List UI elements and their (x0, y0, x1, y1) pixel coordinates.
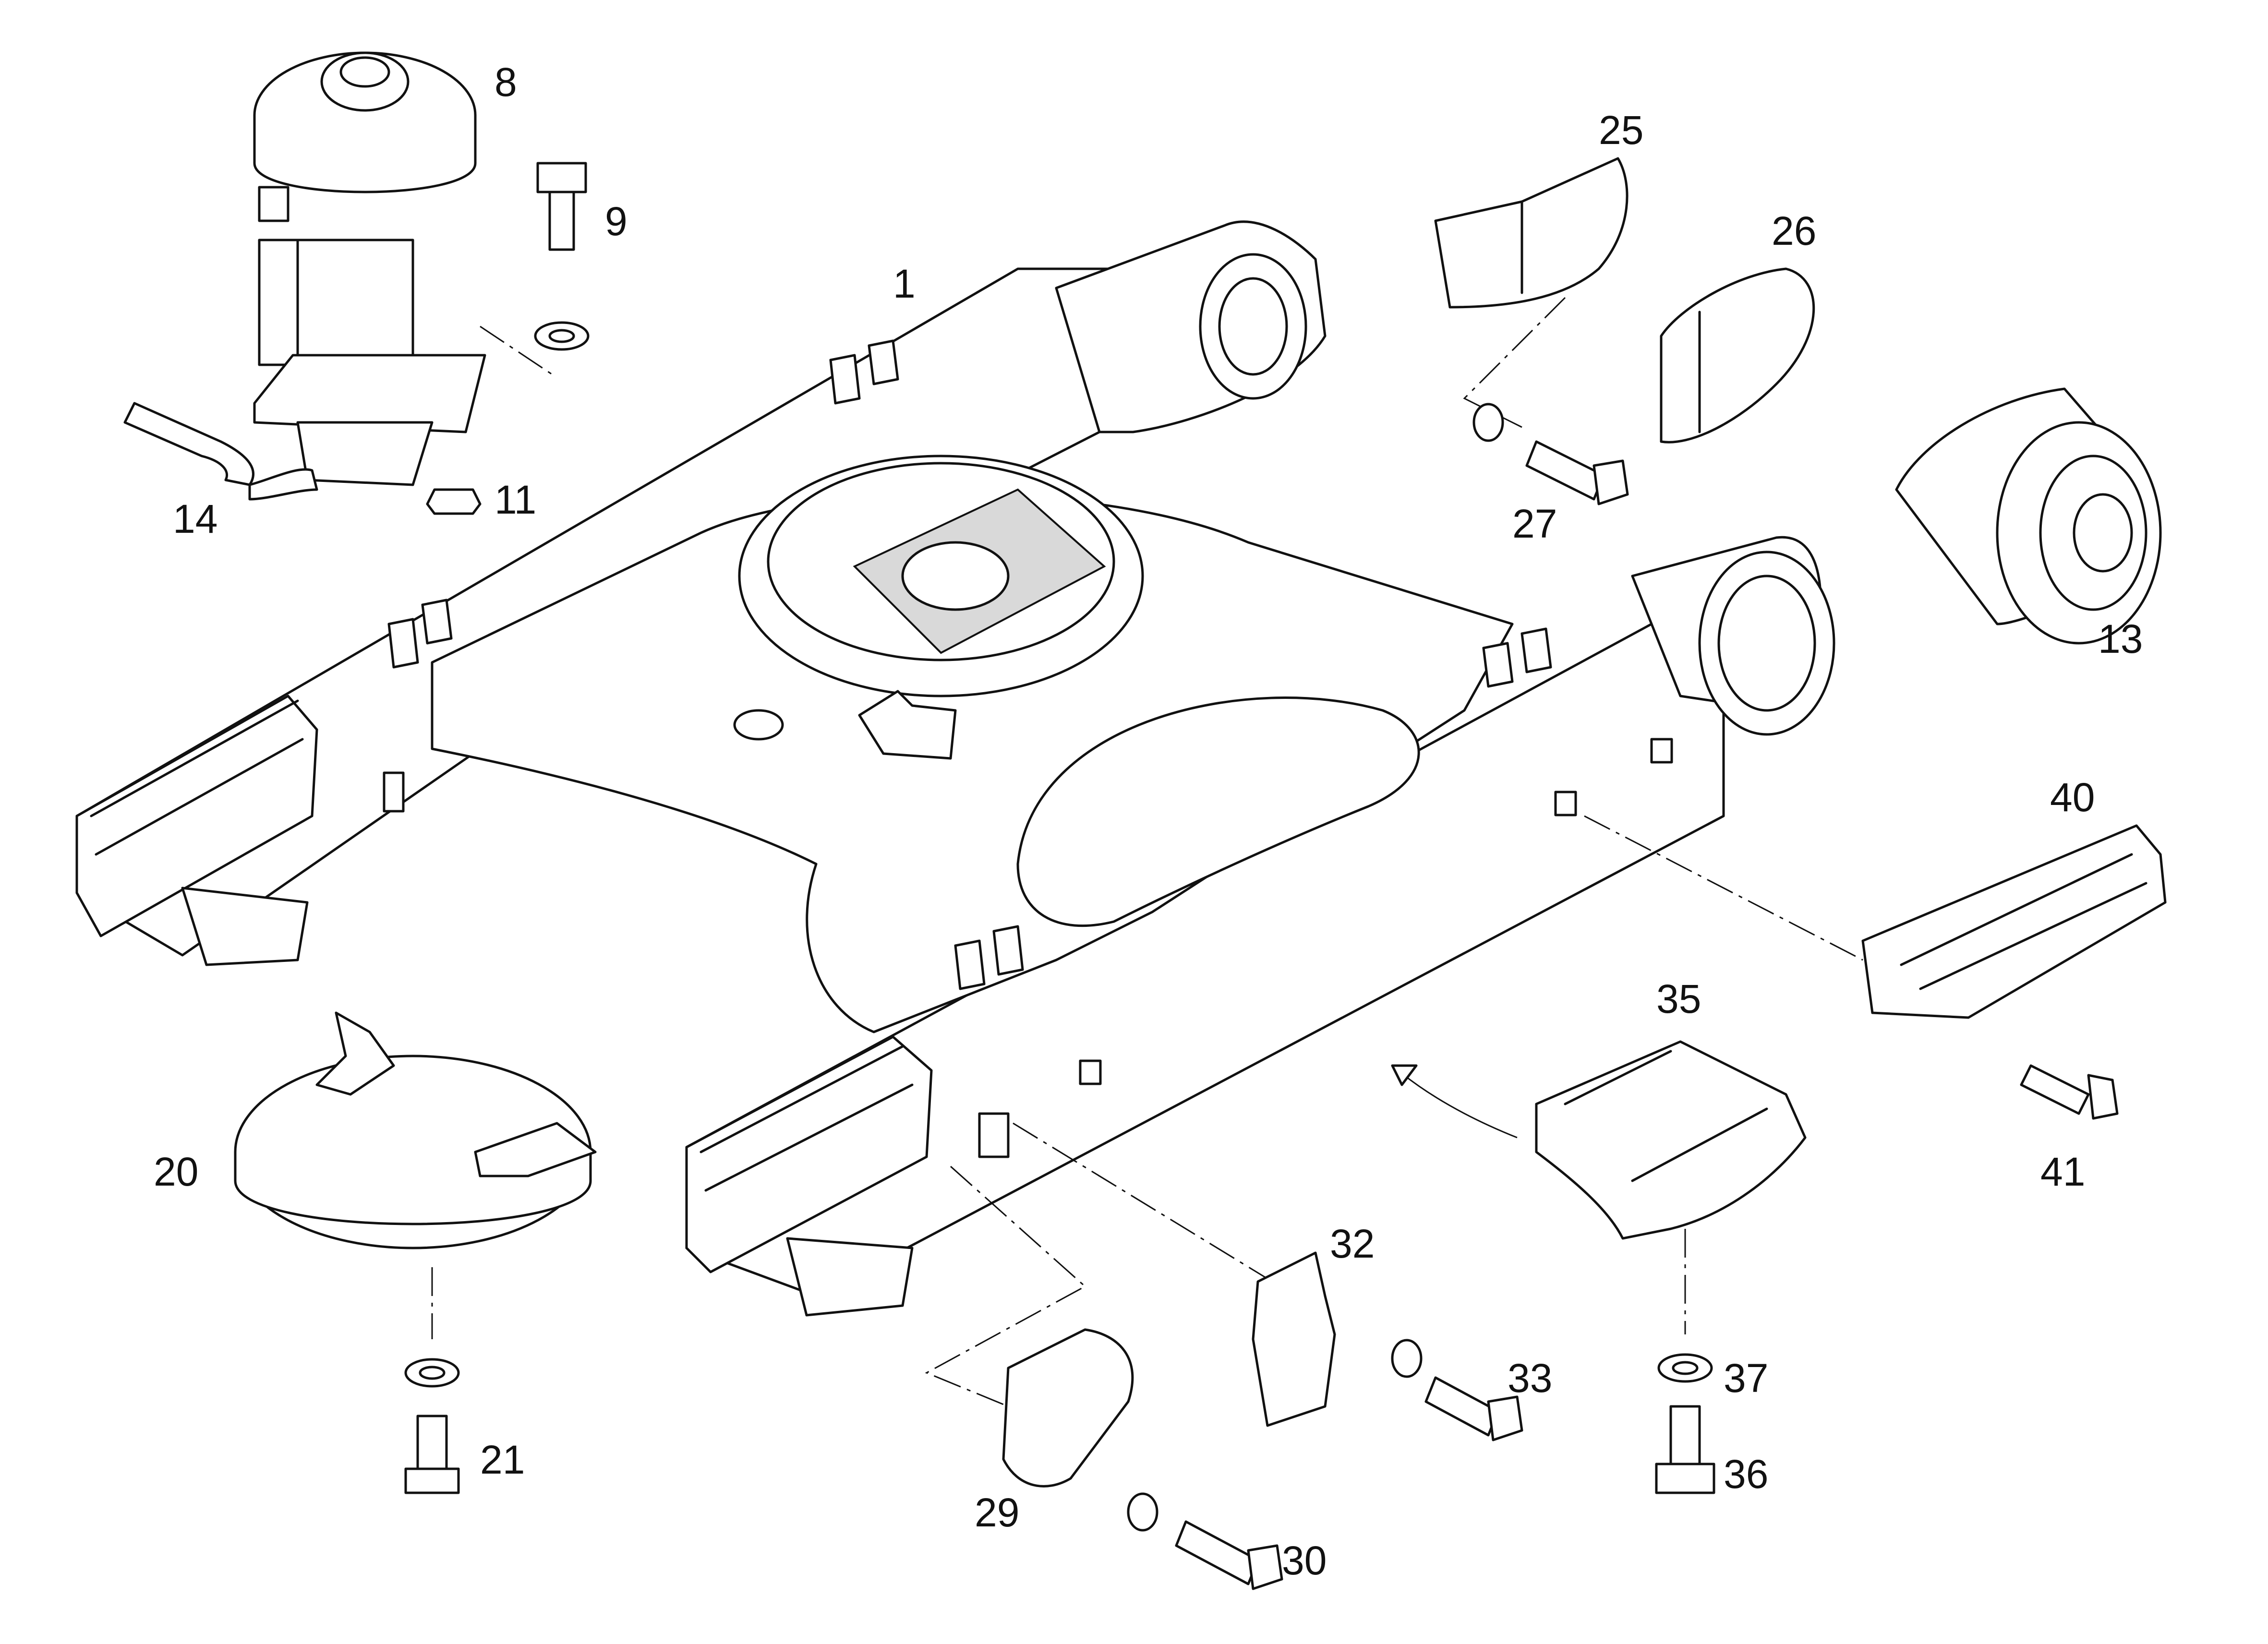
bolt-27 (1472, 403, 1629, 505)
bolt-30 (1127, 1492, 1283, 1590)
callout-27: 27 (1512, 501, 1557, 546)
direction-arrow (1392, 1065, 1518, 1139)
callout-32: 32 (1330, 1221, 1375, 1266)
callout-1: 1 (893, 261, 916, 306)
callout-33: 33 (1508, 1356, 1552, 1401)
leader-line-32 (1013, 1122, 1273, 1283)
track-guide-40 (1861, 824, 2167, 1019)
bolt-36 (1655, 1405, 1715, 1494)
cover-29 (1002, 1328, 1134, 1488)
drive-motor (253, 51, 486, 486)
washer-21 (404, 1358, 460, 1388)
cover-26 (1660, 267, 1815, 444)
bolt-33 (1391, 1339, 1523, 1441)
callout-30: 30 (1282, 1538, 1327, 1583)
callout-29: 29 (975, 1490, 1019, 1535)
callout-labels: 1 8 9 11 13 14 20 21 25 26 27 29 30 32 3… (154, 60, 2143, 1583)
callout-26: 26 (1772, 208, 1816, 253)
callout-25: 25 (1599, 108, 1643, 153)
callout-40: 40 (2050, 775, 2095, 820)
callout-13: 13 (2098, 616, 2143, 661)
bolt-21 (404, 1415, 460, 1494)
callout-21: 21 (480, 1437, 525, 1482)
callout-8: 8 (495, 60, 517, 105)
callout-11: 11 (495, 477, 536, 522)
cover-plate-20 (234, 1011, 597, 1249)
leader-line-9 (480, 325, 553, 375)
plate-32 (1252, 1251, 1336, 1427)
sprocket-13 (1895, 387, 2162, 645)
callout-41: 41 (2040, 1149, 2085, 1194)
hydraulic-hose (123, 402, 318, 501)
callout-20: 20 (154, 1149, 198, 1194)
undercarriage-frame (75, 220, 1835, 1317)
washer-37 (1657, 1353, 1713, 1383)
cover-25 (1434, 157, 1629, 309)
callout-14: 14 (173, 496, 217, 541)
arrow-head (1391, 1064, 1418, 1086)
callout-9: 9 (605, 199, 627, 244)
leader-line-40 (1584, 815, 1863, 961)
track-roller-guard-35 (1535, 1040, 1807, 1240)
nut-11 (426, 488, 482, 515)
leader-line-29 (925, 1165, 1086, 1407)
bolt-41 (2020, 1064, 2119, 1120)
callout-35: 35 (1656, 976, 1701, 1021)
bolt-9 (534, 162, 590, 351)
callout-36: 36 (1724, 1452, 1768, 1497)
callout-37: 37 (1724, 1356, 1768, 1401)
